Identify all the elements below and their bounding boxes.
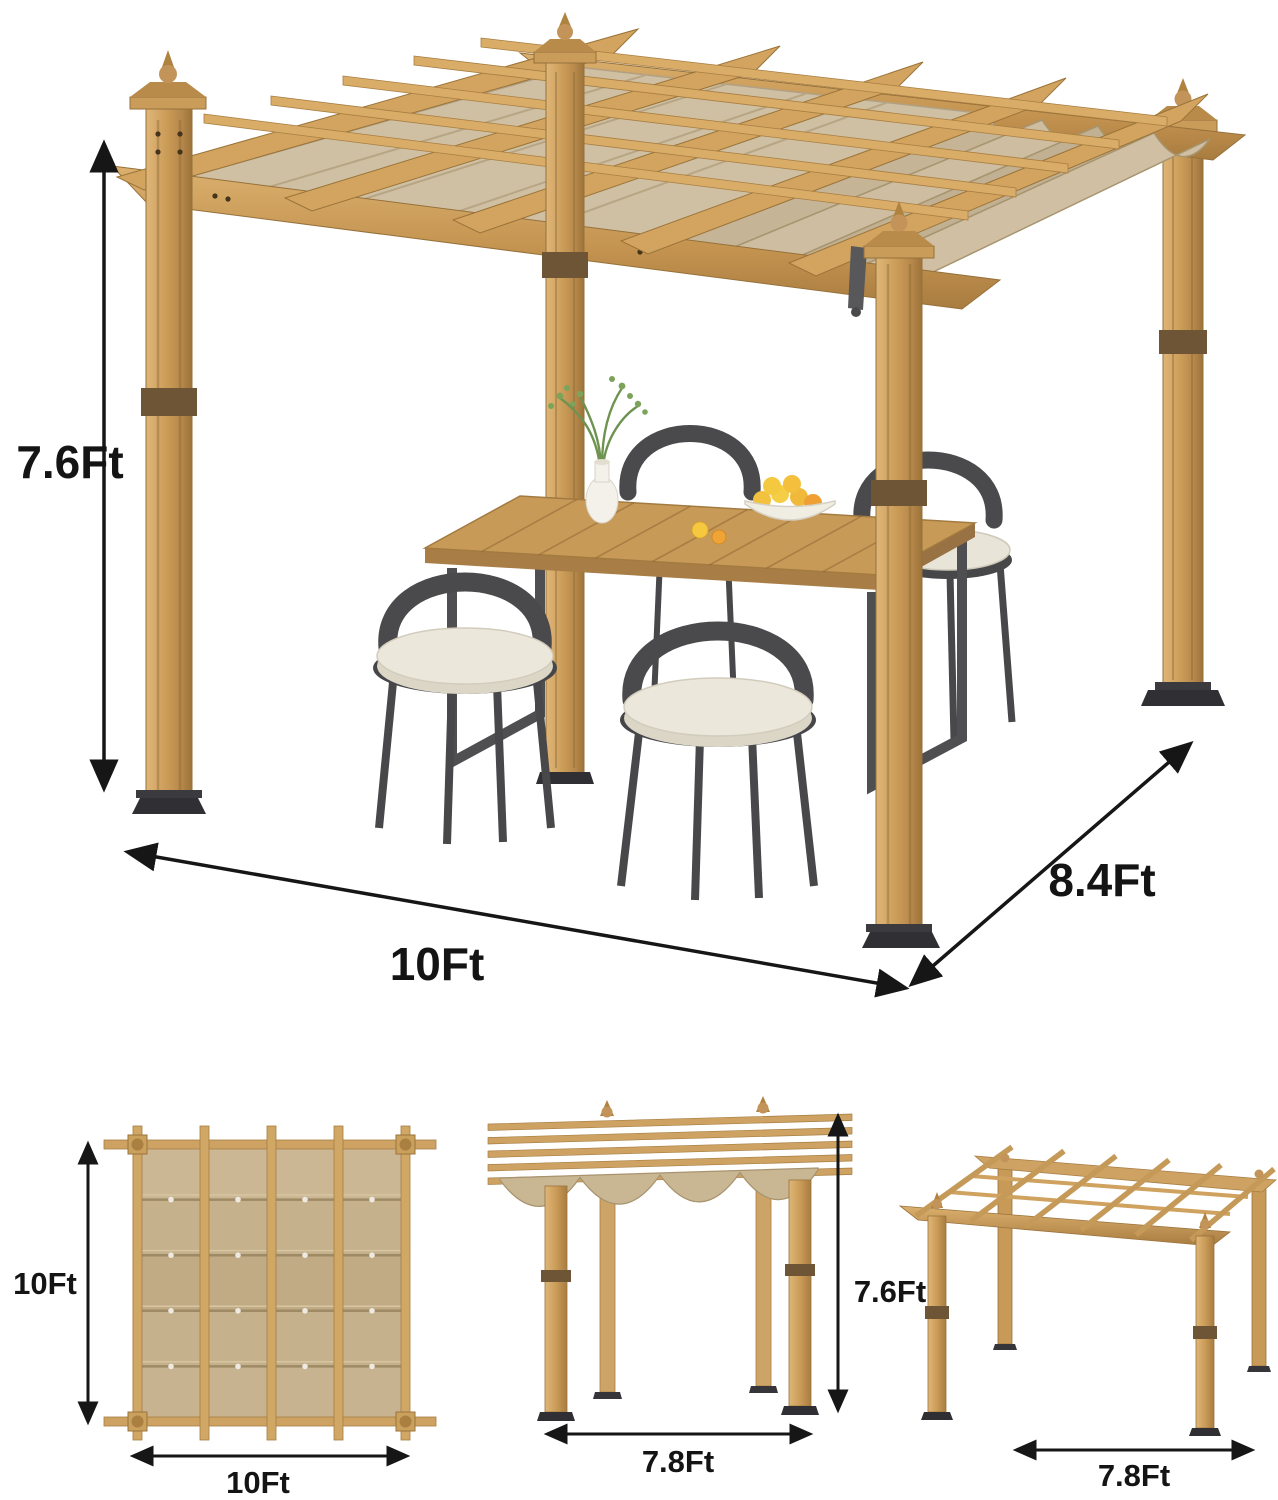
fruit-bowl bbox=[691, 475, 836, 545]
front-view-width-label: 7.8Ft bbox=[642, 1444, 714, 1479]
vase-with-plant bbox=[548, 376, 648, 524]
detail-views-row: 10Ft 10Ft 7.6Ft 7.8Ft bbox=[13, 1096, 1277, 1500]
front-view-diagram: 7.6Ft 7.8Ft bbox=[487, 1096, 926, 1479]
chair-front-center bbox=[617, 621, 818, 901]
perspective-view-diagram: 7.8Ft bbox=[898, 1144, 1277, 1493]
perspective-view-width-label: 7.8Ft bbox=[1098, 1458, 1170, 1493]
post-back-left bbox=[533, 12, 597, 784]
front-view-height-label: 7.6Ft bbox=[854, 1274, 926, 1309]
height-dimension-label: 7.6Ft bbox=[16, 436, 123, 488]
dining-set bbox=[373, 376, 1016, 901]
chair-front-left bbox=[373, 572, 557, 845]
depth-dimension-label: 8.4Ft bbox=[1048, 854, 1155, 906]
width-dimension-arrow bbox=[123, 842, 910, 998]
corner-post-caps bbox=[127, 1134, 416, 1432]
dimension-annotations: 7.6Ft 10Ft 8.4Ft bbox=[16, 139, 1194, 998]
top-view-width-label: 10Ft bbox=[226, 1465, 290, 1500]
canopy-crank bbox=[848, 246, 867, 317]
roof-slats bbox=[203, 37, 1168, 221]
post-front-left bbox=[129, 50, 207, 814]
width-dimension-label: 10Ft bbox=[390, 938, 485, 990]
top-view-side-label: 10Ft bbox=[13, 1266, 77, 1301]
post-back-right bbox=[1141, 78, 1225, 706]
top-view-diagram: 10Ft 10Ft bbox=[13, 1125, 437, 1500]
depth-dimension-arrow bbox=[908, 740, 1194, 988]
main-perspective-view: 7.6Ft 10Ft 8.4Ft bbox=[16, 12, 1247, 998]
